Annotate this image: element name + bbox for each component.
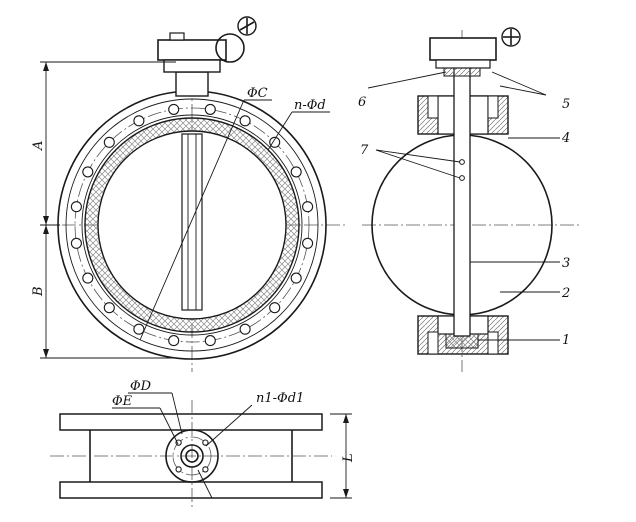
bolt-hole [168, 103, 180, 115]
bolt-hole [290, 272, 302, 284]
gearbox-base [163, 59, 221, 73]
leader-7b [375, 149, 461, 179]
front-view: A B ΦC n-Φd [31, 16, 345, 372]
bolt-hole [103, 136, 115, 148]
leader-5b [499, 85, 547, 96]
body-circle [81, 114, 303, 336]
gearbox-wheel-housing [215, 33, 245, 63]
dim-l-arrows [343, 414, 349, 498]
bolt-hole [302, 201, 314, 213]
bottom-groove-right [487, 331, 499, 355]
part-label-2: 2 [561, 286, 570, 301]
bolt-hole [204, 335, 216, 347]
bolt-hole [175, 466, 182, 473]
leader-5a [491, 71, 547, 96]
phi-d-label: ΦD [130, 379, 152, 394]
pin-part-7 [459, 159, 465, 165]
part-label-1: 1 [562, 333, 570, 348]
top-shaft-outer [180, 444, 204, 468]
dim-l-label: L [341, 453, 356, 463]
side-view: 6 5 4 7 3 2 1 [358, 27, 580, 372]
phi-d-leader [171, 392, 183, 435]
phi-c-leader [139, 99, 245, 341]
bolt-hole [82, 272, 94, 284]
bolt-hole [269, 302, 281, 314]
bolt-hole [168, 335, 180, 347]
top-flange-bolt-holes [175, 439, 209, 473]
bolt-hole [133, 323, 145, 335]
bolt-hole [302, 237, 314, 249]
gearbox-cap [169, 32, 185, 41]
part-label-5: 5 [562, 97, 570, 112]
bolt-hole [70, 237, 82, 249]
flange-raised-face [65, 98, 319, 352]
dim-a-label: A [31, 141, 46, 151]
bolt-hole [103, 302, 115, 314]
part-label-7: 7 [360, 143, 369, 158]
bolt-hole [82, 166, 94, 178]
phi-c-label: ΦC [247, 86, 268, 101]
phi-e-leader [159, 407, 179, 445]
top-shaft-inner [185, 449, 199, 463]
top-section-mark [197, 469, 213, 499]
n-phi-d-leader [267, 111, 293, 151]
top-view: ΦD ΦE n1-Φd1 L [50, 379, 356, 508]
valve-neck [175, 71, 209, 97]
part-label-6: 6 [358, 95, 366, 110]
top-view-lower-flange [59, 481, 323, 499]
top-flange-disc [165, 429, 219, 483]
side-gearbox-base [435, 59, 491, 69]
part-label-4: 4 [561, 131, 570, 146]
bolt-hole [269, 136, 281, 148]
bolt-hole [202, 439, 209, 446]
bottom-groove-left [427, 331, 439, 355]
side-gearbox-body [429, 37, 497, 61]
flange-bolt-holes [70, 103, 314, 347]
bolt-hole [70, 201, 82, 213]
dim-b-label: B [31, 286, 46, 297]
leader-6 [367, 71, 447, 89]
n1-phi-d1-leader [205, 404, 253, 447]
phi-e-label: ΦE [112, 394, 133, 409]
leader-7a [375, 149, 461, 163]
part-label-3: 3 [562, 256, 570, 271]
bolt-hole [175, 439, 182, 446]
n-phi-d-label: n-Φd [294, 98, 326, 113]
top-bolt-circle [172, 436, 212, 476]
bolt-circle [74, 107, 310, 343]
shaft-part-3 [453, 59, 471, 337]
bolt-hole [290, 166, 302, 178]
bolt-hole [202, 466, 209, 473]
shaft-front [181, 133, 203, 311]
n1-phi-d1-label: n1-Φd1 [256, 391, 304, 406]
pin-part-7 [459, 175, 465, 181]
bolt-hole [133, 115, 145, 127]
bolt-hole [239, 115, 251, 127]
bolt-hole [239, 323, 251, 335]
top-groove-left [427, 95, 439, 119]
top-groove-right [487, 95, 499, 119]
top-view-upper-flange [59, 413, 323, 431]
bolt-hole [204, 103, 216, 115]
